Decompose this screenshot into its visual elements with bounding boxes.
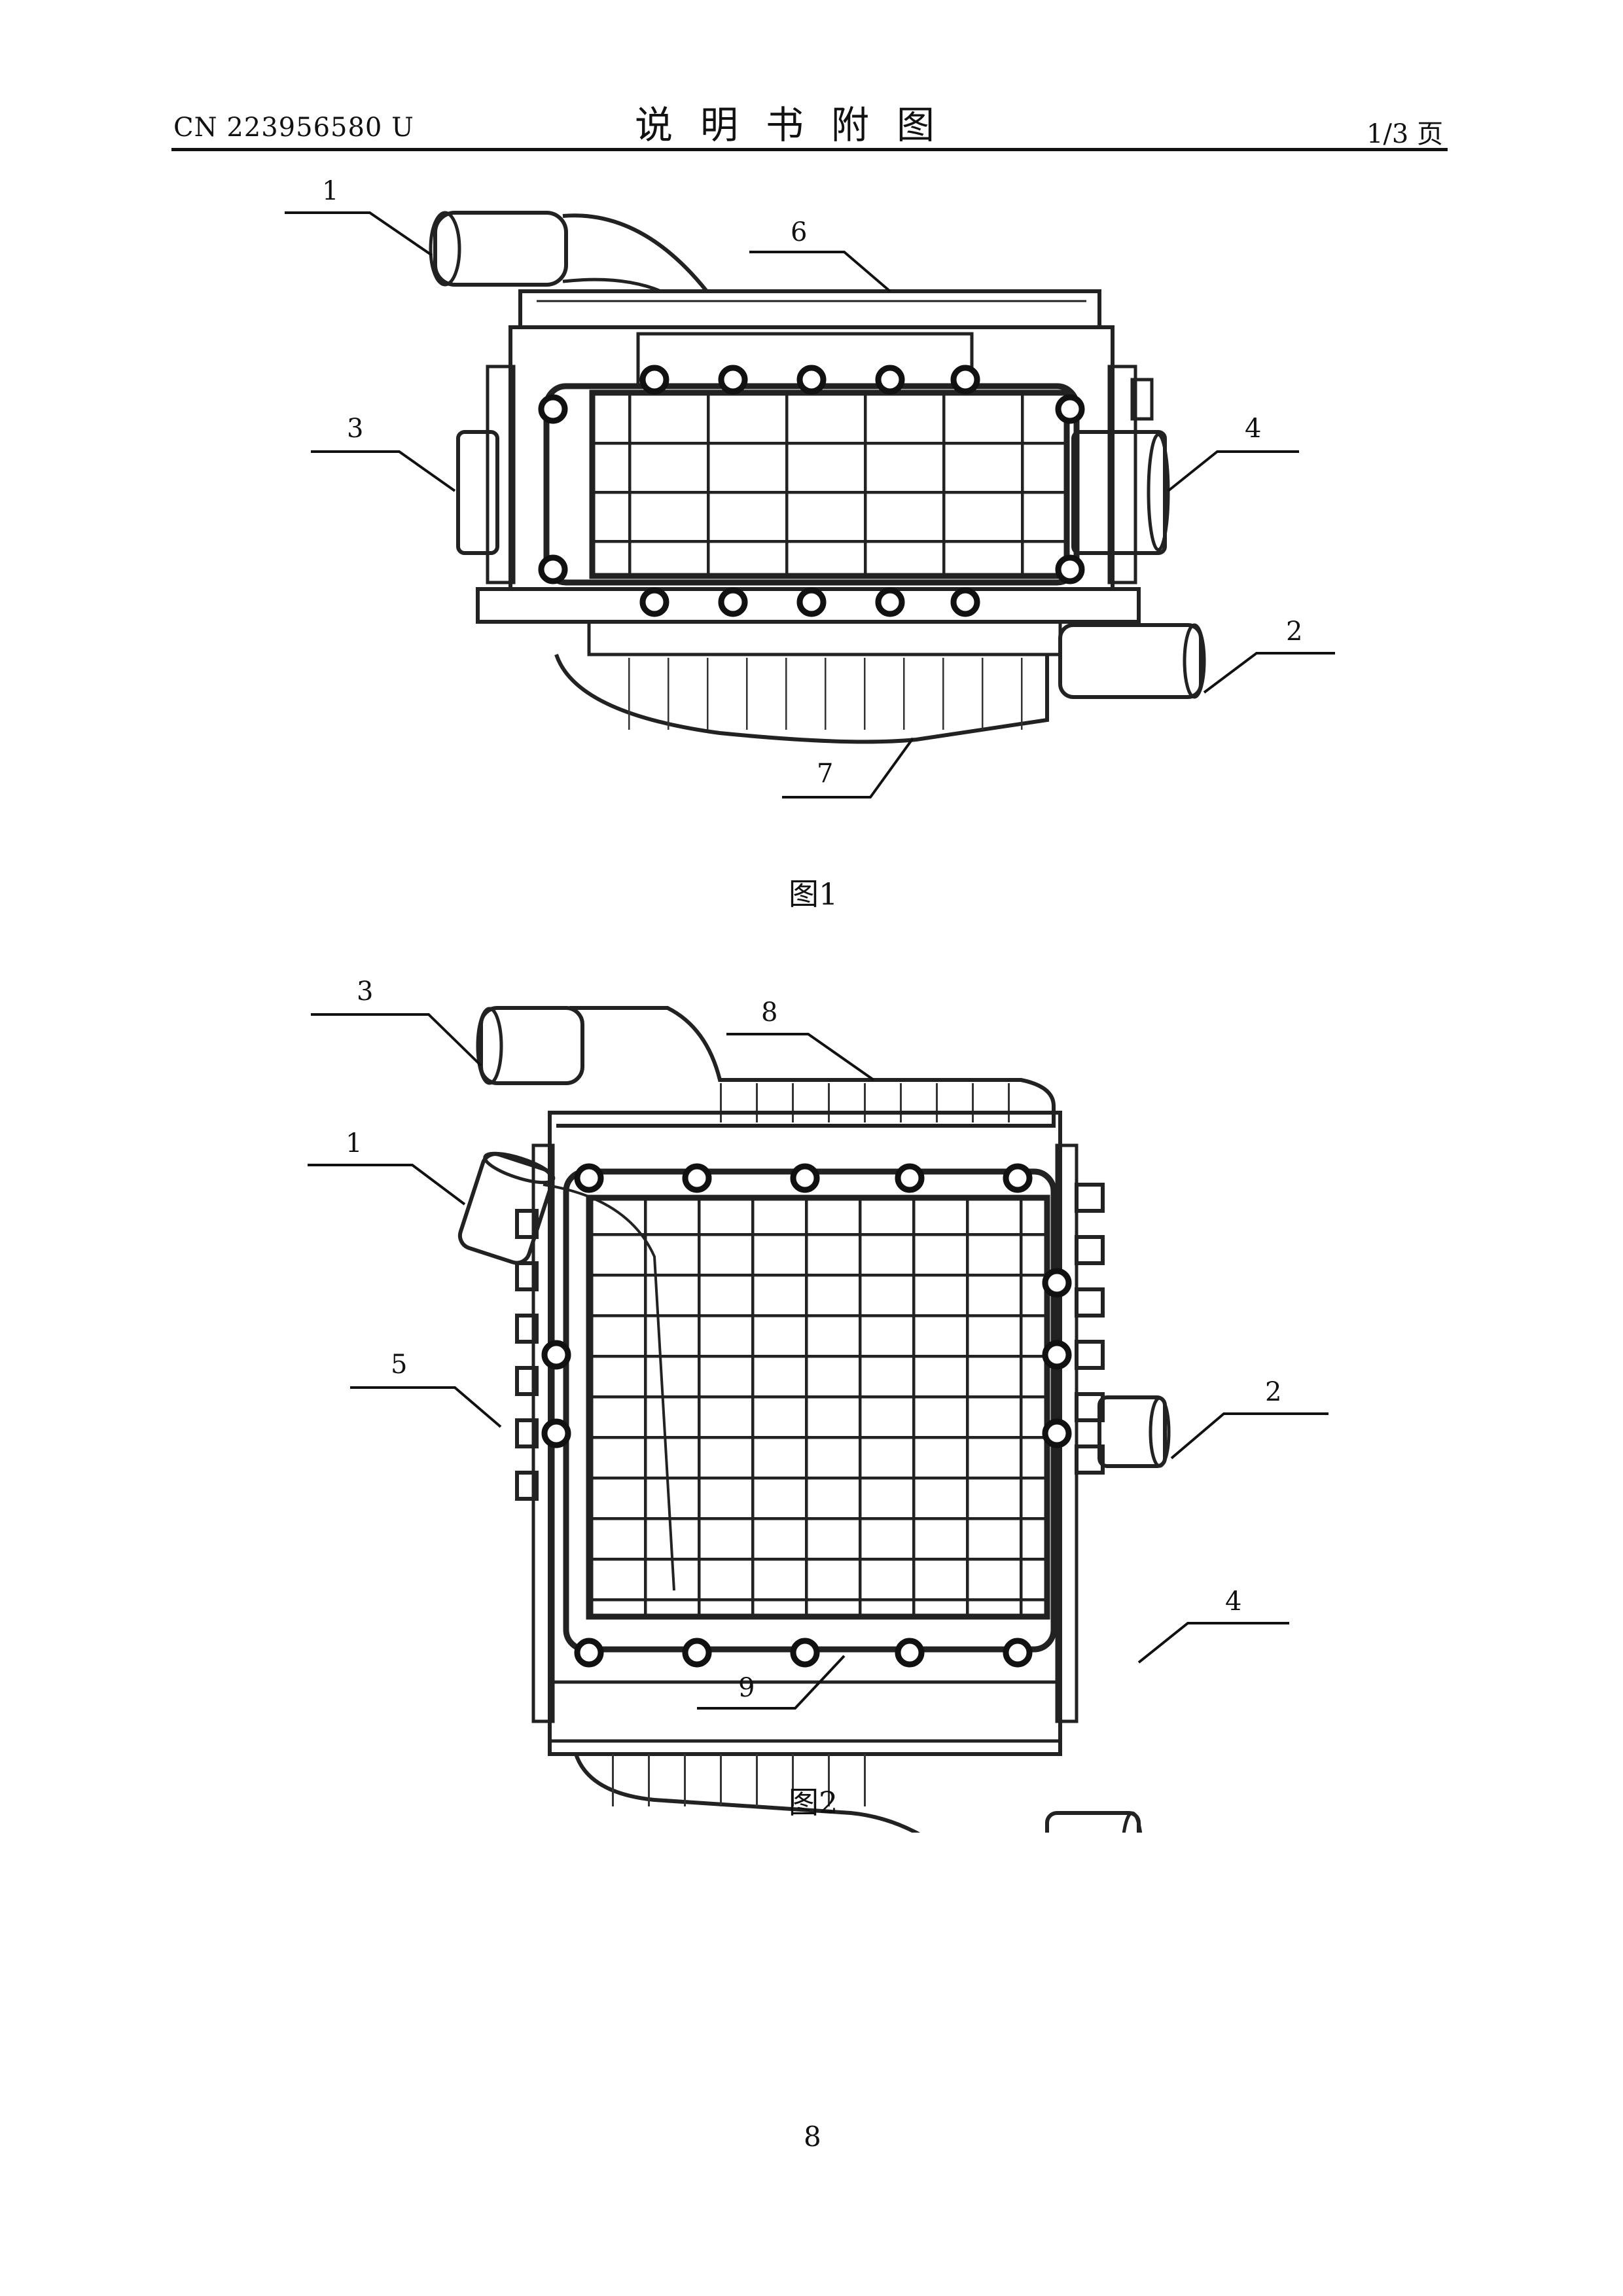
figure-2: 3 8 1 5 2 4 9 图2	[0, 949, 1623, 1833]
callout-label: 6	[791, 217, 807, 247]
callout-label: 3	[347, 414, 363, 444]
figure-1-drawing: 1 6 3 4 2 7	[0, 0, 1623, 949]
callout-label: 5	[391, 1350, 407, 1380]
figure-2-caption: 图2	[789, 1779, 838, 1822]
callout-label: 2	[1286, 617, 1302, 647]
callout-label: 7	[817, 759, 833, 789]
figure-2-drawing: 3 8 1 5 2 4 9	[0, 949, 1623, 1833]
callout-label: 2	[1265, 1377, 1281, 1407]
callout-label: 3	[357, 977, 373, 1007]
page-number: 8	[804, 2121, 821, 2153]
callout-label: 4	[1225, 1587, 1241, 1617]
figure-1: 1 6 3 4 2 7 图1	[0, 0, 1623, 949]
callout-label: 9	[738, 1673, 755, 1703]
callout-label: 4	[1245, 414, 1261, 444]
callout-label: 8	[761, 997, 777, 1028]
callout-label: 1	[322, 176, 338, 206]
figure-1-caption: 图1	[789, 870, 838, 914]
callout-label: 1	[346, 1128, 362, 1158]
